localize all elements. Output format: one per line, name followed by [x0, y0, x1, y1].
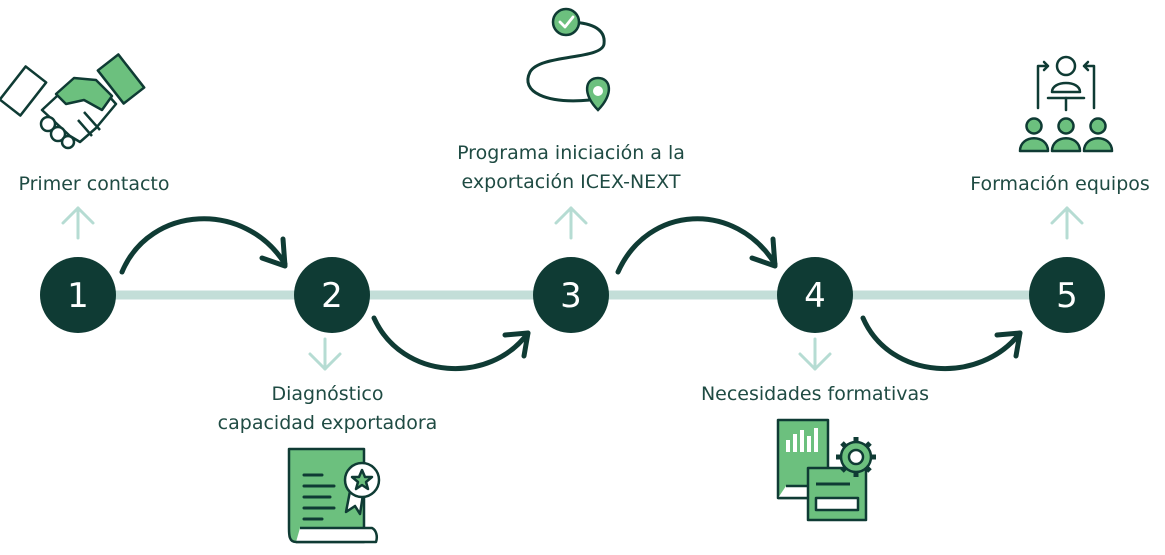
arrow-up-step-1	[61, 206, 95, 240]
flow-arrows	[119, 216, 1023, 372]
arrow-up-step-5	[1050, 206, 1084, 240]
step-1-circle	[40, 257, 116, 333]
arrow-4-to-5	[860, 315, 1023, 372]
step-5-circle	[1029, 257, 1105, 333]
arrow-2-to-3-head	[502, 330, 531, 359]
certificate-document-icon	[287, 447, 381, 544]
step-5-label: Formación equipos	[970, 173, 1150, 195]
arrow-1-to-2-head	[259, 236, 288, 269]
step-5-node: 5	[1029, 257, 1105, 333]
arrow-3-to-4	[615, 216, 778, 275]
arrow-4-to-5-head	[994, 330, 1023, 359]
arrow-up-step-3	[554, 206, 588, 240]
route-path-icon	[526, 7, 611, 112]
arrow-1-to-2	[119, 216, 288, 275]
step-3-label: Programa iniciación a la exportación ICE…	[457, 142, 685, 193]
arrow-2-to-3	[371, 315, 531, 372]
step-1-number: 1	[67, 276, 89, 316]
handshake-icon	[0, 53, 146, 150]
step-2-label: Diagnóstico capacidad exportadora	[217, 383, 438, 434]
step-5-number: 5	[1056, 276, 1078, 316]
step-3-circle	[533, 257, 609, 333]
arrow-down-step-4	[798, 337, 832, 371]
step-2-circle	[294, 257, 370, 333]
step-2-node: 2	[294, 257, 370, 333]
arrow-3-to-4-head	[749, 236, 778, 269]
step-1-label: Primer contacto	[18, 173, 170, 195]
step-2-number: 2	[321, 276, 343, 316]
step-1-node: 1	[40, 257, 116, 333]
step-4-circle	[777, 257, 853, 333]
step-3-number: 3	[560, 276, 582, 316]
team-hierarchy-icon	[1018, 55, 1114, 153]
step-4-label: Necesidades formativas	[700, 383, 930, 405]
step-4-node: 4	[777, 257, 853, 333]
arrow-down-step-2	[308, 337, 342, 371]
step-4-number: 4	[804, 276, 826, 316]
step-3-node: 3	[533, 257, 609, 333]
report-gear-icon	[776, 418, 876, 522]
